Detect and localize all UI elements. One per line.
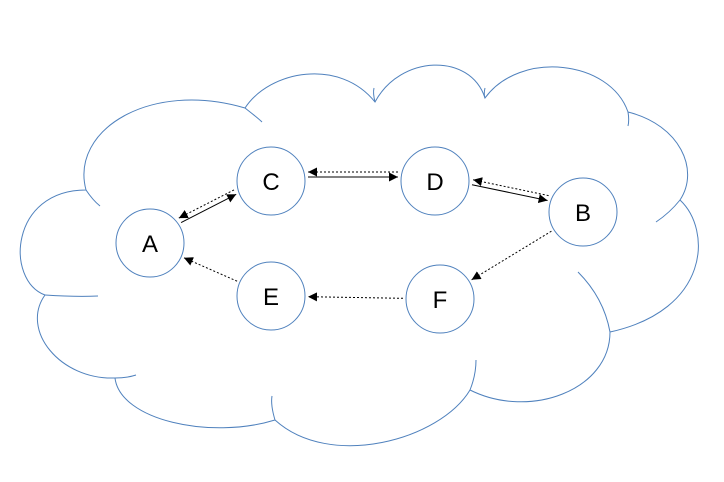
- edge-b-to-f: [471, 230, 552, 281]
- cloud-crease: [114, 374, 137, 379]
- node-a-circle: [115, 208, 185, 278]
- cloud-crease: [373, 87, 376, 103]
- cloud-crease: [44, 294, 99, 297]
- cloud-crease: [85, 189, 101, 207]
- node-c-label: C: [262, 169, 279, 196]
- node-b-circle: [548, 177, 618, 247]
- node-e-circle: [236, 261, 306, 331]
- edge-f-to-e: [307, 292, 404, 302]
- cloud-crease: [469, 359, 477, 391]
- node-e-label: E: [263, 284, 279, 311]
- cloud-outline: [19, 64, 699, 447]
- cloud-crease: [483, 87, 486, 99]
- node-d-circle: [400, 146, 470, 216]
- node-b: B: [548, 177, 618, 247]
- node-f: F: [405, 264, 475, 334]
- node-f-label: F: [433, 287, 448, 314]
- node-c: C: [236, 146, 306, 216]
- node-b-label: B: [575, 200, 591, 227]
- cloud-crease: [655, 199, 681, 223]
- node-c-circle: [236, 146, 306, 216]
- node-e: E: [236, 261, 306, 331]
- node-d-label: D: [426, 169, 443, 196]
- edge-b-to-d: [472, 177, 549, 197]
- edge-d-to-b: [471, 184, 548, 204]
- node-a-label: A: [142, 231, 158, 258]
- edge-c-to-a: [178, 189, 235, 219]
- cloud-crease: [271, 395, 276, 421]
- cloud-crease: [244, 107, 263, 123]
- node-d: D: [400, 146, 470, 216]
- node-f-circle: [405, 264, 475, 334]
- node-a: A: [115, 208, 185, 278]
- cloud-crease: [627, 111, 630, 127]
- edge-e-to-a: [183, 257, 238, 282]
- cloud-crease: [577, 271, 611, 333]
- edge-a-to-c: [180, 193, 237, 224]
